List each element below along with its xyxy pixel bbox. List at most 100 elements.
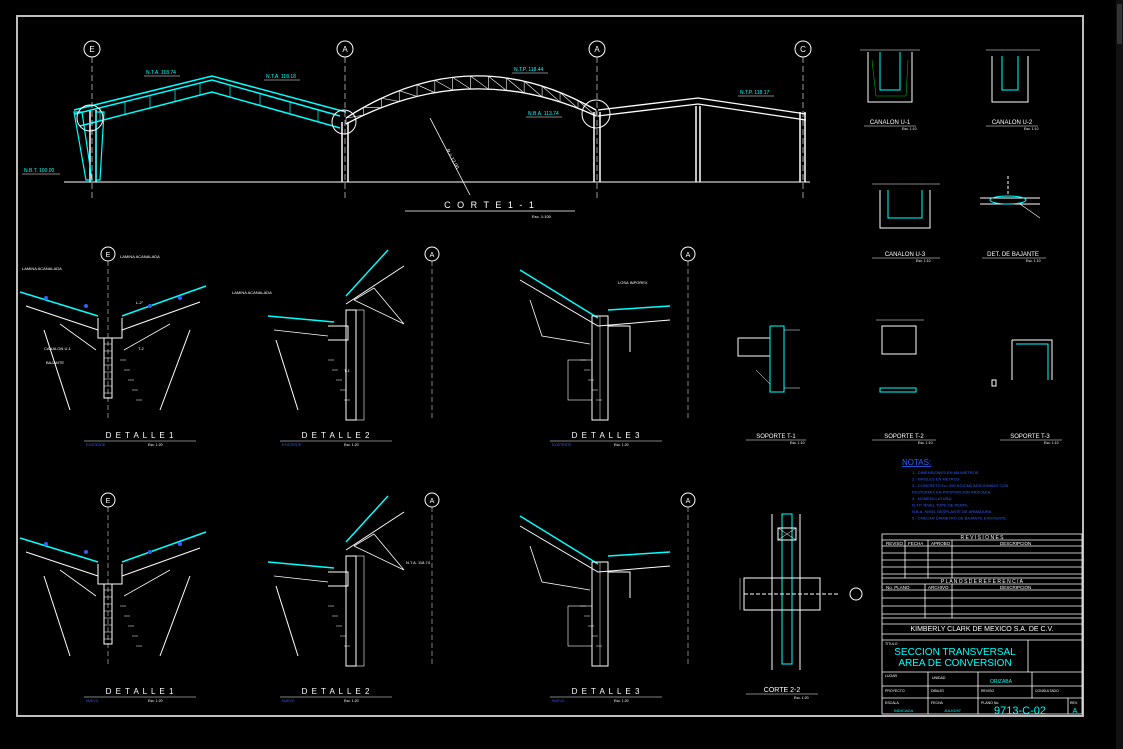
canalon-title: DET. DE BAJANTE xyxy=(987,252,1039,258)
detail-annotation: LAMINA ACANALADA xyxy=(232,290,272,295)
lugar-value: UNIDAD xyxy=(932,676,946,680)
canalon-u3[interactable] xyxy=(872,183,940,229)
grid-bubble-a[interactable] xyxy=(336,40,354,58)
detail-scale: Esc. 1:20 xyxy=(344,443,359,447)
soporte-t3[interactable] xyxy=(991,339,1053,387)
canalon-scale: Esc. 1:10 xyxy=(902,127,917,131)
lugar-label: LUGAR xyxy=(885,674,898,678)
grid-bubble-c[interactable] xyxy=(794,40,812,58)
detail-bubble-label: E xyxy=(106,252,111,259)
note-line: 4.- NOMENCLATURA: xyxy=(912,496,952,501)
rev-label: REV. xyxy=(1070,701,1078,705)
note-line: N.B.A. NIVEL DESPLANTE DE ARMADURA xyxy=(912,509,992,514)
note-line: 5.- CHECAR DIAMETRO DE BAJANTE EXISTENTE… xyxy=(912,516,1007,521)
rev-col: FECHA xyxy=(908,541,923,546)
detail-annotation: LOSA INPOREX xyxy=(618,280,648,285)
revisiones-header: R E V I S I O N E S xyxy=(960,535,1004,541)
detail-scale: Esc. 1:20 xyxy=(614,699,629,703)
corte2-scale: Esc. 1:20 xyxy=(794,696,809,700)
detail-bubble-label: A xyxy=(686,498,691,505)
detail-scale: Esc. 1:20 xyxy=(344,699,359,703)
company-name: KIMBERLY CLARK DE MEXICO S.A. DE C.V. xyxy=(910,626,1053,633)
detail-scale: Esc. 1:20 xyxy=(148,699,163,703)
rev-col: DESCRIPCION xyxy=(1000,541,1031,546)
detail-bubble-label: A xyxy=(686,252,691,259)
note-line: 3.- CONCRETO f'c= 250 KG/CM2 ADICIONADO … xyxy=(912,483,1008,488)
detail-scale: Esc. 1:20 xyxy=(148,443,163,447)
canalon-title: CANALON U-1 xyxy=(870,120,911,126)
grid-bubble-label: E xyxy=(89,45,94,54)
right-scrollbar[interactable] xyxy=(1116,0,1123,749)
grid-bubble-a2[interactable] xyxy=(588,40,606,58)
note-line: N.T.P. NIVEL TOPE DE PERFIL xyxy=(912,503,969,508)
planos-col: DESCRIPCION xyxy=(1000,585,1031,590)
soporte-scale: Esc. 1:10 xyxy=(1044,441,1059,445)
note-line: FESTERMIX EN PROPORCION INDICADA. xyxy=(912,490,991,495)
detail-bubble-label: E xyxy=(106,498,111,505)
detail-callout-1[interactable] xyxy=(76,104,104,132)
note-line: 2.- NIVELES EN METROS. xyxy=(912,477,961,482)
detail-annotation: L-2" xyxy=(136,300,144,305)
detail-callout-3[interactable] xyxy=(581,99,611,129)
detail-subtitle: EXISTENTE xyxy=(86,443,106,447)
rev-col: REVISO xyxy=(886,541,904,546)
soporte-t1[interactable] xyxy=(737,325,800,393)
detail-subtitle: EXISTENTE xyxy=(282,443,302,447)
grid-bubbles: E A A C xyxy=(83,40,812,58)
sheet-border xyxy=(16,15,1084,717)
level-label: N.B.A. 113.74 xyxy=(528,111,559,117)
soporte-scale: Esc. 1:10 xyxy=(790,441,805,445)
row-label: CONSULTADO xyxy=(1035,689,1059,693)
escala-label: ESCALA xyxy=(885,701,899,705)
level-label: N.T.P. 118.17 xyxy=(740,90,769,96)
soporte-scale: Esc. 1:10 xyxy=(918,441,933,445)
canalon-u1[interactable] xyxy=(860,49,920,103)
planos-header: P L A N O S D E R E F E R E N C I A xyxy=(941,579,1024,585)
detail-drawing-4[interactable]: E D E T A L L E 1 NUEVO Esc. 1:20 xyxy=(19,492,207,703)
detail-callout-2[interactable] xyxy=(331,109,357,135)
row-label: PROYECTO xyxy=(885,689,905,693)
grid-bubble-label: A xyxy=(342,45,348,54)
bajante-detail[interactable] xyxy=(980,176,1041,219)
detail-subtitle: NUEVO xyxy=(552,699,565,703)
canalon-scale: Esc. 1:10 xyxy=(916,259,931,263)
soporte-title: SOPORTE T-1 xyxy=(756,434,796,440)
detail-annotation: BAJANTE xyxy=(46,360,64,365)
canalon-u2[interactable] xyxy=(986,49,1040,103)
grid-bubble-label: C xyxy=(800,45,806,54)
note-line: 1.- DIMENSIONES EN MILIMETROS. xyxy=(912,470,980,475)
right-scrollbar-thumb[interactable] xyxy=(1117,4,1122,44)
title-block xyxy=(881,533,1083,715)
detail-subtitle: EXISTENTE xyxy=(552,443,572,447)
soporte-t2[interactable] xyxy=(876,319,924,393)
canalon-scale: Esc. 1:10 xyxy=(1024,127,1039,131)
detail-bubble-label: A xyxy=(430,252,435,259)
escala-value: INDICADA xyxy=(894,708,913,713)
detail-title: D E T A L L E 1 xyxy=(106,687,175,696)
rev-col: APROBO xyxy=(931,541,951,546)
grid-bubble-label: A xyxy=(594,45,600,54)
lugar-right: ORIZABA xyxy=(990,679,1013,685)
corte-2-2[interactable] xyxy=(739,513,863,670)
row-label: REVISO xyxy=(981,689,995,693)
fecha-label: FECHA xyxy=(931,701,944,705)
soporte-title: SOPORTE T-3 xyxy=(1010,434,1050,440)
planos-col: No. PLANO xyxy=(886,585,910,590)
detail-subtitle: NUEVO xyxy=(86,699,99,703)
level-label: N.T.A. 118.74 xyxy=(146,70,176,76)
corte2-title: CORTE 2-2 xyxy=(764,687,801,694)
rev-value: A xyxy=(1073,708,1078,715)
detail-annotation: LAMINA ACANALADA xyxy=(22,266,62,271)
detail-title: D E T A L L E 2 xyxy=(302,431,371,440)
notes-title: NOTAS: xyxy=(902,458,931,467)
level-label: N.T.P. 118.44 xyxy=(514,67,543,73)
plano-label: PLANO No. xyxy=(981,701,999,705)
grid-bubble-e[interactable] xyxy=(83,40,101,58)
